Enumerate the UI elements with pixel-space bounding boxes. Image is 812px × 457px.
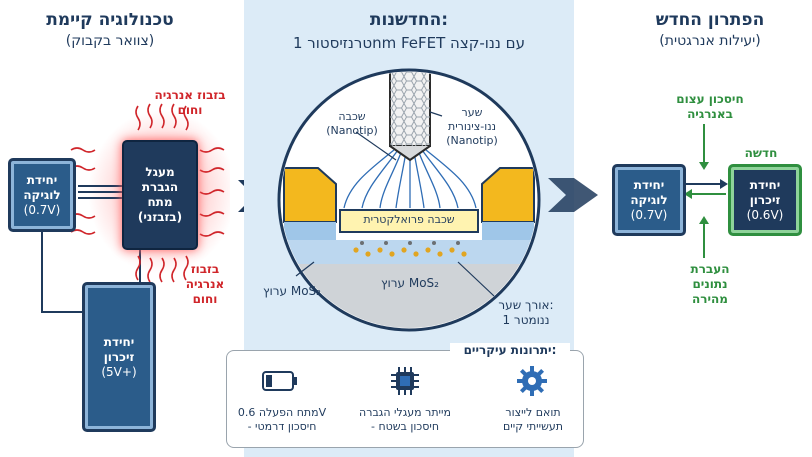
new-memory-label: חדשה [744, 146, 778, 160]
ferroelectric-layer-label: שכבה פרואלקטרית [363, 213, 455, 226]
fefet-diagram [277, 68, 541, 332]
advantages-box [226, 350, 584, 448]
battery-icon [262, 371, 297, 391]
gate-length-label: אורך שער: 1 ננומטר [498, 298, 554, 327]
fast-transfer-label: העברת נתונים מהירה [690, 262, 730, 306]
nanotube-gate-label: שער ננו-צינורית (Nanotip) [446, 106, 498, 147]
advantage-item-no-boost: מייתר מעגלי הגברה - חיסכון בשטח [359, 406, 451, 433]
center-title: החדשנות: [369, 10, 449, 30]
chip-icon [391, 367, 419, 395]
right-connectors [684, 124, 728, 258]
channel-label-inside: ערוץ MoS₂ [381, 276, 439, 290]
logic-unit-old: יחידת לוגיקה (0.7V) [8, 158, 76, 232]
advantages-title: יתרונות עיקריים: [450, 343, 570, 357]
memory-unit-new: יחידת זיכרון (0.6V) [728, 164, 802, 236]
left-subtitle: (צוואר בקבוק) [65, 33, 155, 49]
right-title: הפתרון החדש [655, 10, 765, 30]
advantage-item-voltage: מתח הפעלה 0.6V - חיסכון דרמטי [237, 406, 327, 433]
memory-unit-old: יחידת זיכרון (5V+) [82, 282, 156, 432]
logic-unit-new: יחידת לוגיקה (0.7V) [612, 164, 686, 236]
arrow-right-icon-2 [548, 178, 598, 212]
channel-label-outside: ערוץ MoS₂ [263, 284, 321, 298]
left-title: טכנולוגיה קיימת [46, 10, 174, 30]
center-subtitle: טרנזיסטור 1nm FeFET עם ננו-קצה [292, 34, 525, 52]
waste-label-top: בזבוז אנרגיה וחום [154, 88, 226, 117]
voltage-booster-circuit: מעגל הגברת מתח (בזבזני) [122, 140, 198, 250]
advantage-item-compatible: תואם לייצור תעשייתי קיים [502, 406, 564, 433]
nanotip-layer-label: שכבה (Nanotip) [326, 110, 378, 137]
energy-savings-label: חיסכון עצום באנרגיה [676, 92, 744, 121]
waste-label-bottom: בזבוז אנרגיה וחום [185, 262, 225, 306]
gear-icon [517, 366, 547, 396]
right-subtitle: (יעילות אנרגטית) [659, 33, 761, 49]
